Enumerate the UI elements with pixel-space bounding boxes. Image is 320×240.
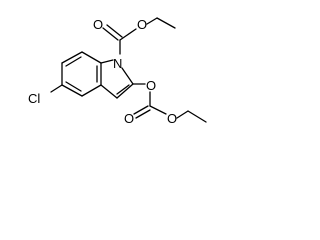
structure-canvas: Cl N O O O O O xyxy=(0,0,248,153)
chlorine-atom: Cl xyxy=(28,91,40,106)
bond-c4-c5 xyxy=(61,84,83,97)
bond-carbonyl-odouble-b xyxy=(106,24,123,38)
bond-c3a-c4 xyxy=(81,84,102,97)
chemical-structure: Cl N O O O O O xyxy=(28,17,207,126)
bond-n1-c2 xyxy=(121,67,134,85)
bond-c7a-n1 xyxy=(100,59,114,64)
bond-carbonate-ch3 xyxy=(187,110,207,123)
bond-carbonate-ch2 xyxy=(176,110,189,119)
carbamate-oxygen-double-atom: O xyxy=(93,17,103,32)
bond-c2-c3 xyxy=(116,83,134,99)
bond-inner-c6-c7 xyxy=(65,56,82,67)
bond-c5-cl xyxy=(50,84,63,93)
bond-osingle-ch2 xyxy=(146,17,158,25)
c2-ester-oxygen-atom: O xyxy=(146,78,156,93)
bond-ch2-ch3 xyxy=(156,17,176,29)
bond-c3-c3a xyxy=(100,84,118,99)
bond-carbonyl-odouble-a xyxy=(102,27,119,41)
bond-c2-c3-double xyxy=(116,84,130,95)
carbonate-oxygen-double-atom: O xyxy=(124,111,134,126)
nitrogen-atom: N xyxy=(113,56,122,71)
bond-carbonate-osingle xyxy=(149,105,167,115)
carbonate-oxygen-single-atom: O xyxy=(167,111,177,126)
bond-inner-c4-c5 xyxy=(65,81,82,92)
bond-carbonate-odouble-a xyxy=(133,105,149,115)
bond-carbonate-odouble-b xyxy=(135,109,151,119)
bond-c6-c7 xyxy=(61,51,83,64)
bond-c7-c7a xyxy=(81,51,102,64)
bond-carbonyl-osingle xyxy=(119,28,137,41)
carbamate-oxygen-single-atom: O xyxy=(137,17,147,32)
